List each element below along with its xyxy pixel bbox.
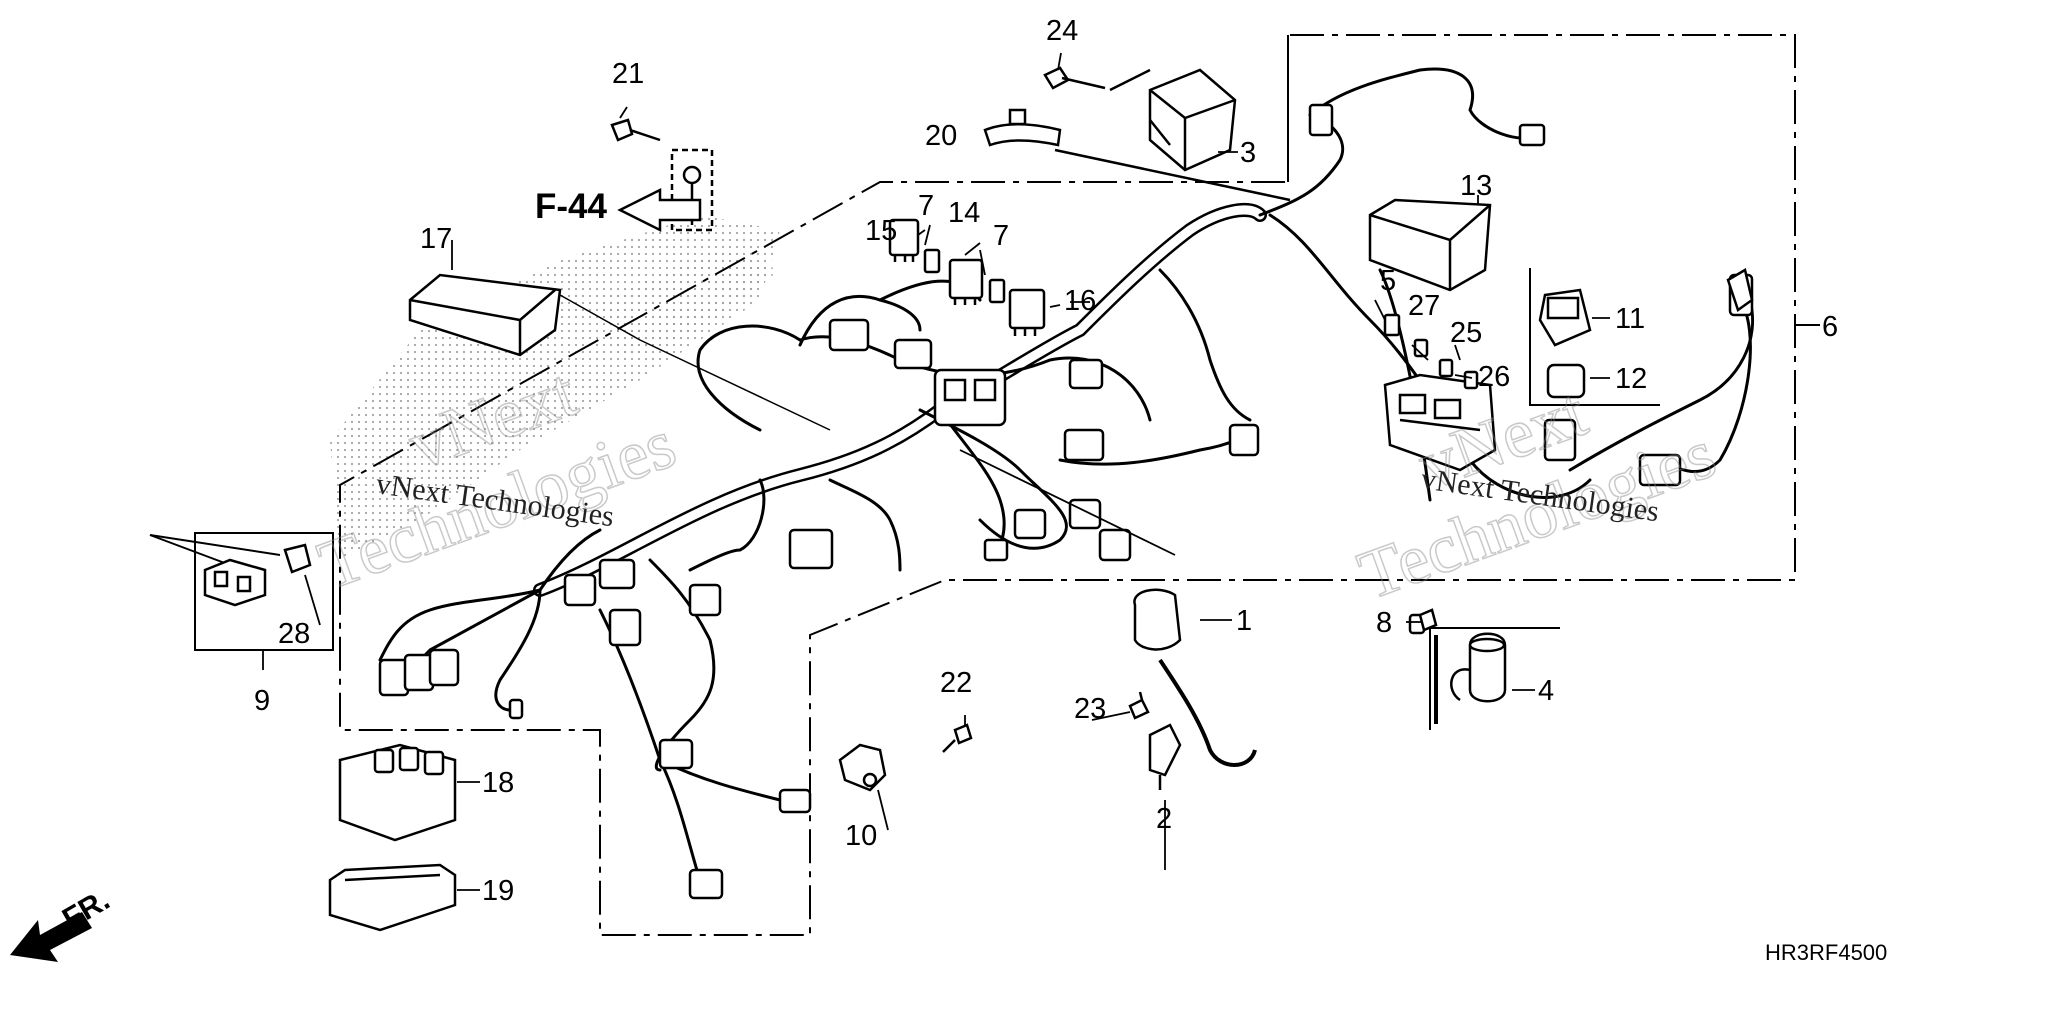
part-24-bolt [1043,66,1106,90]
part-8-clip [1418,608,1438,632]
callout-19: 19 [482,875,514,907]
part-4-condenser [1450,632,1507,703]
callout-7b: 7 [993,220,1009,252]
callout-23: 23 [1074,693,1106,725]
part-6-battery-cable [1726,268,1754,313]
part-22-bolt [942,723,973,753]
callout-labels: 1 2 3 4 5 6 7 7 8 9 10 11 12 13 14 15 16… [254,15,1838,907]
part-13-fuse-cover [1368,198,1492,292]
callout-25: 25 [1450,317,1482,349]
part-28-seal [283,543,312,574]
callout-2: 2 [1156,803,1172,835]
callout-17: 17 [420,223,452,255]
part-11-relay [1538,288,1592,347]
part-17-cover [408,273,831,431]
callout-3: 3 [1240,137,1256,169]
part-19-cover [328,863,457,932]
group-boundary-main [339,34,1796,936]
part-20-band [983,108,1291,202]
part-6-bracket [1529,268,1820,406]
arrow-left-icon [617,187,702,233]
diagram-code: HR3RF4500 [1765,940,1887,965]
fuse-box [1383,313,1497,472]
callout-6: 6 [1822,311,1838,343]
part-2-plug-cap [1148,723,1182,790]
callout-9: 9 [254,685,270,717]
page-reference: F-44 [535,187,608,226]
relays-group [888,218,1046,336]
callout-10: 10 [845,820,877,852]
callout-4: 4 [1538,675,1554,707]
callout-20: 20 [925,120,957,152]
callout-16: 16 [1064,285,1096,317]
part-18-module [338,743,457,842]
front-arrow-icon [10,912,92,962]
part-12-cap [1546,363,1586,399]
callout-1: 1 [1236,605,1252,637]
leader-lines [262,52,1610,891]
callout-13: 13 [1460,170,1492,202]
callout-21: 21 [612,58,644,90]
f44-reference: F-44 [535,187,702,233]
callout-7a: 7 [918,190,934,222]
callout-24: 24 [1046,15,1078,47]
callout-5: 5 [1380,265,1396,297]
callout-12: 12 [1615,363,1647,395]
callout-8: 8 [1376,607,1392,639]
callout-11: 11 [1615,303,1645,335]
callout-28: 28 [278,618,310,650]
part-1-ignition-coil [1133,588,1257,767]
callout-14: 14 [948,197,980,229]
front-indicator: FR. [10,883,115,962]
callout-27: 27 [1408,290,1440,322]
callout-22: 22 [940,667,972,699]
part-23-bolt [1128,691,1150,720]
part-9-connector [203,558,267,607]
part-10-sensor [838,743,887,792]
part-9-bracket [149,532,334,651]
callout-26: 26 [1478,361,1510,393]
callout-15: 15 [865,215,897,247]
callout-18: 18 [482,767,514,799]
part-3-ecu [1109,68,1237,172]
